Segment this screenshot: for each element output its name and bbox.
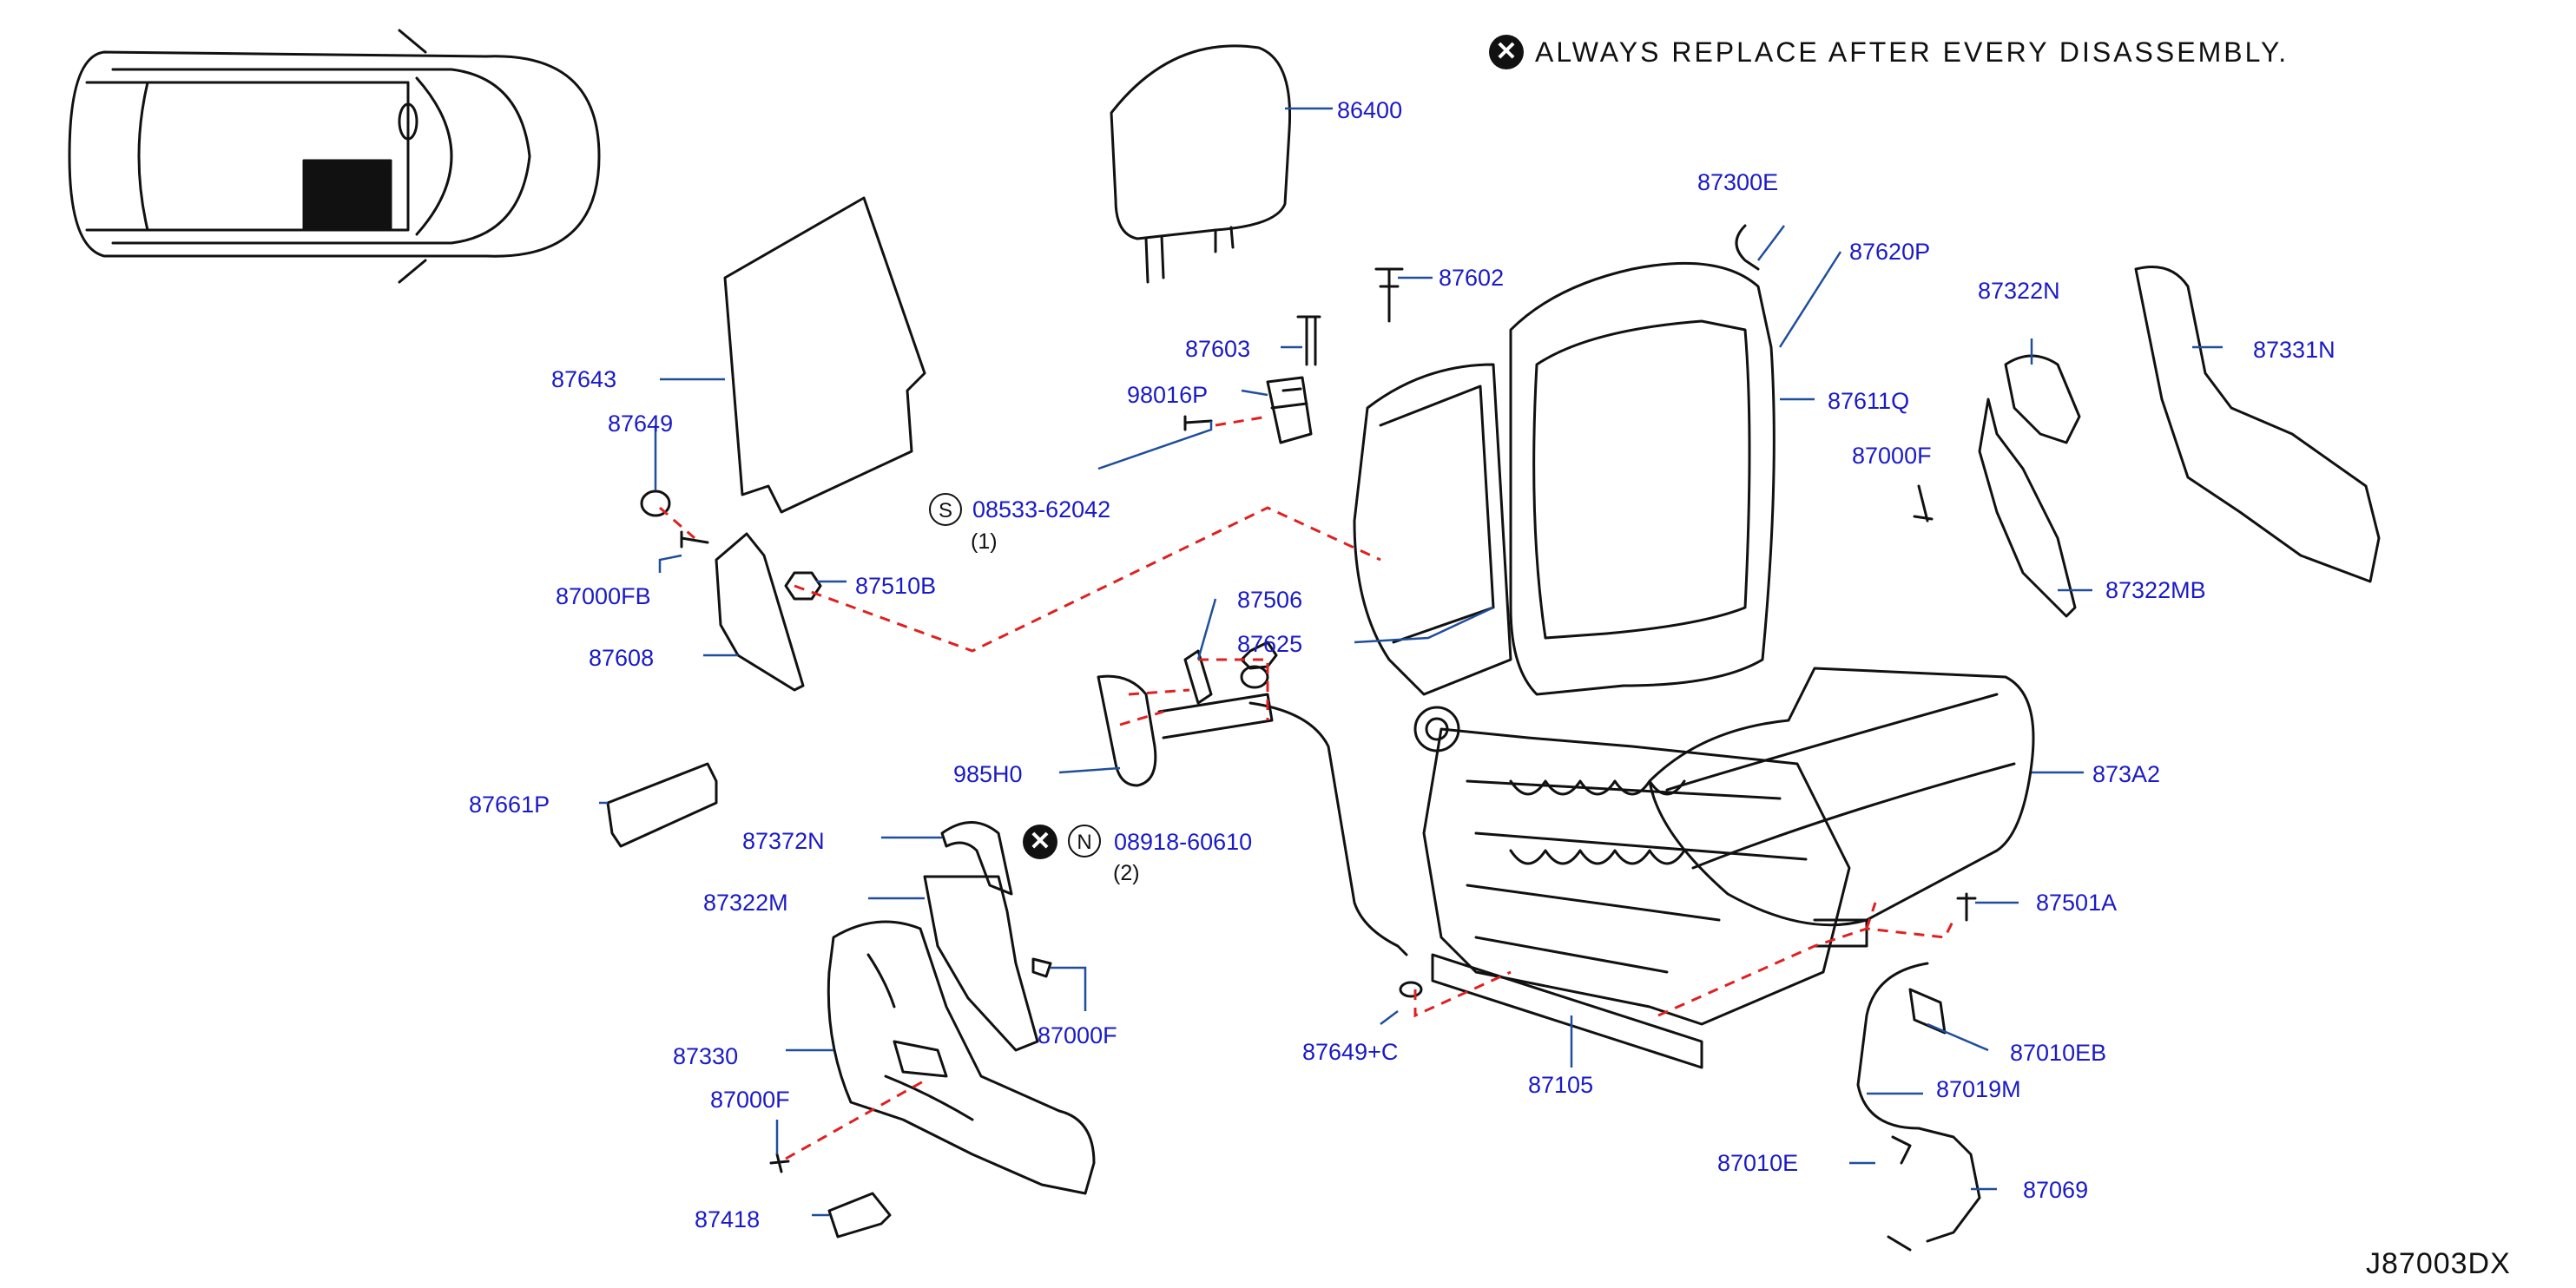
seatback-frame [1353, 363, 1512, 696]
part-label-985h0[interactable]: 985H0 [953, 761, 1023, 787]
replace-x-icon: ✕ [1489, 35, 1524, 69]
harness-87625 [1248, 701, 1408, 956]
part-label-08918-60610[interactable]: 08918-60610 [1114, 829, 1253, 855]
part-label-87019m[interactable]: 87019M [1936, 1076, 2021, 1102]
part-label-98016p[interactable]: 98016P [1127, 382, 1209, 408]
s-quantity: (1) [971, 529, 998, 554]
part-label-87330[interactable]: 87330 [673, 1043, 739, 1069]
part-label-87000fb[interactable]: 87000FB [556, 583, 651, 609]
part-label-873a2[interactable]: 873A2 [2092, 761, 2161, 787]
seatback-cushion [1509, 261, 1776, 696]
s-symbol-icon: S [929, 493, 962, 526]
part-label-87649[interactable]: 87649 [608, 411, 674, 437]
replace-note: ALWAYS REPLACE AFTER EVERY DISASSEMBLY. [1535, 36, 2289, 68]
part-label-87661p[interactable]: 87661P [469, 792, 550, 818]
cover-87331N [2134, 266, 2381, 583]
part-label-87069[interactable]: 87069 [2023, 1177, 2089, 1203]
n-symbol-icon: N [1068, 825, 1101, 858]
part-label-87501a[interactable]: 87501A [2036, 890, 2118, 916]
armrest-985H0 [1097, 674, 1157, 787]
trim-87608 [715, 532, 805, 692]
panel-87643 [723, 196, 926, 514]
part-label-87331n[interactable]: 87331N [2253, 337, 2336, 363]
seat-cushion-873A2 [1648, 667, 2035, 927]
part-label-87603[interactable]: 87603 [1185, 336, 1251, 362]
part-label-87000f-lower[interactable]: 87000F [710, 1087, 790, 1113]
part-label-87000f-middle[interactable]: 87000F [1038, 1022, 1117, 1048]
part-label-87300e[interactable]: 87300E [1697, 169, 1779, 195]
part-label-87105[interactable]: 87105 [1528, 1072, 1594, 1098]
part-label-87506[interactable]: 87506 [1237, 587, 1303, 613]
part-label-87322n[interactable]: 87322N [1978, 278, 2060, 304]
headrest-86400 [1110, 44, 1292, 240]
cover-87330 [827, 920, 1096, 1195]
part-label-87649c[interactable]: 87649+C [1302, 1039, 1399, 1065]
n-quantity: (2) [1113, 861, 1140, 885]
part-label-87010e[interactable]: 87010E [1717, 1150, 1799, 1176]
part-label-87010eb[interactable]: 87010EB [2010, 1040, 2107, 1066]
part-label-08533-62042[interactable]: 08533-62042 [972, 496, 1111, 522]
seat-frame-87105 [1422, 727, 1851, 1026]
diagram-code: J87003DX [2366, 1247, 2511, 1280]
part-label-87322mb[interactable]: 87322MB [2105, 577, 2206, 603]
part-label-87322m[interactable]: 87322M [703, 890, 788, 916]
part-label-87620p[interactable]: 87620P [1849, 239, 1931, 265]
part-label-87611q[interactable]: 87611Q [1828, 388, 1910, 414]
part-label-87000f-upper[interactable]: 87000F [1852, 443, 1932, 469]
part-label-86400[interactable]: 86400 [1337, 97, 1403, 123]
cover-87322N [2004, 354, 2081, 444]
part-label-87643[interactable]: 87643 [551, 366, 617, 392]
cover-87322MB [1978, 398, 2077, 618]
part-label-87608[interactable]: 87608 [589, 645, 655, 671]
part-label-87418[interactable]: 87418 [695, 1206, 761, 1232]
vehicle-locator-icon [68, 29, 601, 284]
replace-x-icon-2: ✕ [1023, 825, 1057, 859]
pad-87661P [606, 762, 718, 848]
part-label-87510b[interactable]: 87510B [855, 573, 937, 599]
part-label-87625[interactable]: 87625 [1237, 631, 1303, 657]
part-label-87602[interactable]: 87602 [1439, 265, 1505, 291]
part-label-87372n[interactable]: 87372N [742, 828, 825, 854]
